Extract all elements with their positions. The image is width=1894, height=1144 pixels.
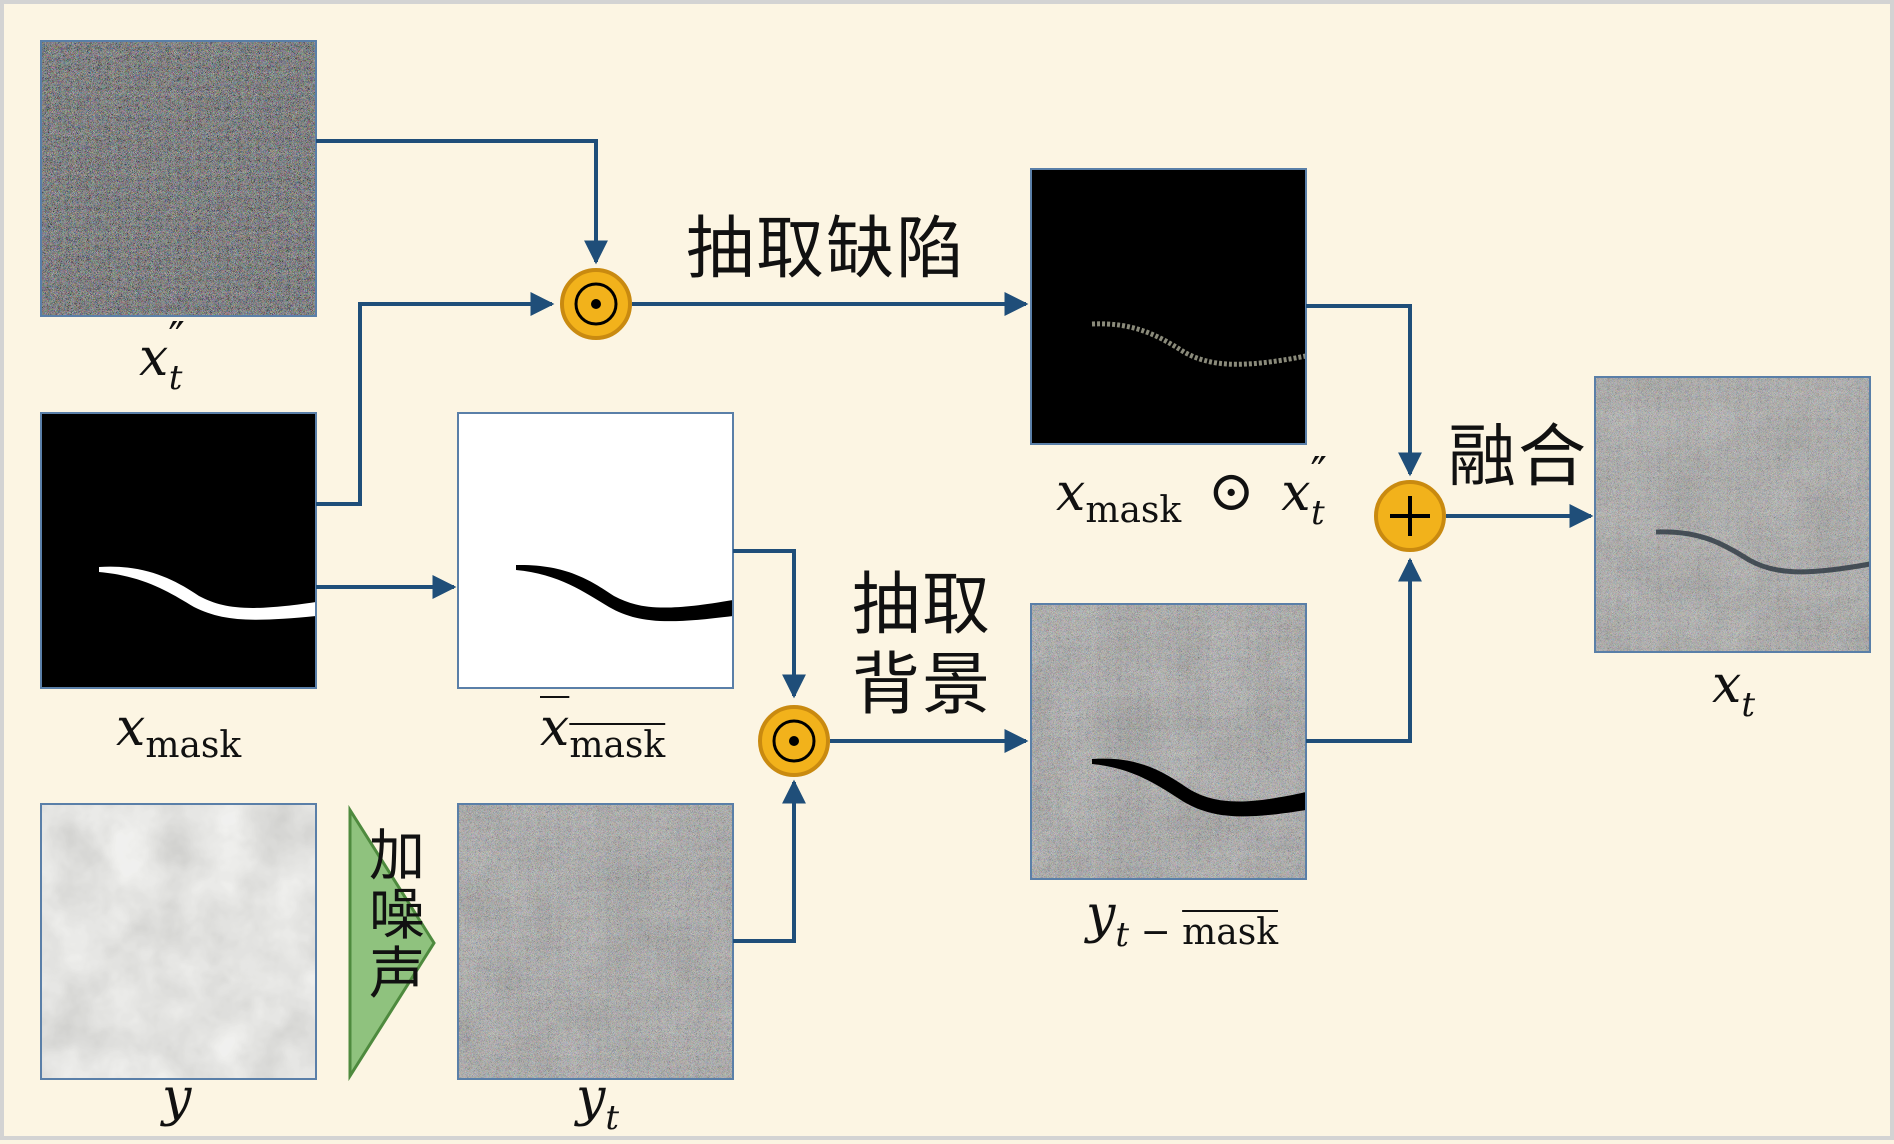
image-y: [40, 803, 317, 1080]
image-background-extract: [1030, 603, 1307, 880]
image-x-mask: [40, 412, 317, 689]
label-background-extract: yt − mask: [1086, 885, 1279, 955]
mult-operator-top: [560, 268, 632, 340]
label-masked-defect: xmask ⊙ x″t: [1056, 448, 1327, 533]
image-masked-defect: [1030, 168, 1307, 445]
image-y-t: [457, 803, 734, 1080]
image-x-t-double-prime: [40, 40, 317, 317]
caption-add-noise: 加 噪 声: [362, 824, 432, 1007]
label-x-t-double-prime: x″t: [139, 313, 185, 398]
caption-fuse: 融合: [1448, 418, 1589, 497]
label-y-t: yt: [576, 1068, 620, 1138]
add-operator: [1374, 480, 1446, 552]
mult-operator-bottom: [758, 705, 830, 777]
label-x-mask-bar: xmask: [540, 698, 666, 766]
connectors: [316, 139, 1594, 943]
label-x-mask: xmask: [116, 698, 242, 766]
image-x-t: [1594, 376, 1871, 653]
add-noise-triangle: [348, 804, 436, 1082]
caption-add-noise-char-1: 加: [369, 824, 425, 889]
flow-diagram: [40, 40, 1871, 1082]
caption-add-noise-char-2: 噪: [369, 882, 425, 948]
caption-extract-background-line2: 背景: [852, 646, 993, 725]
label-x-t: xt: [1712, 655, 1755, 725]
caption-extract-background-line1: 抽取: [852, 566, 993, 645]
caption-add-noise-char-3: 声: [369, 941, 425, 1007]
caption-extract-defect: 抽取缺陷: [686, 210, 967, 289]
label-y: y: [162, 1068, 192, 1128]
image-x-mask-inverted: [457, 412, 734, 689]
